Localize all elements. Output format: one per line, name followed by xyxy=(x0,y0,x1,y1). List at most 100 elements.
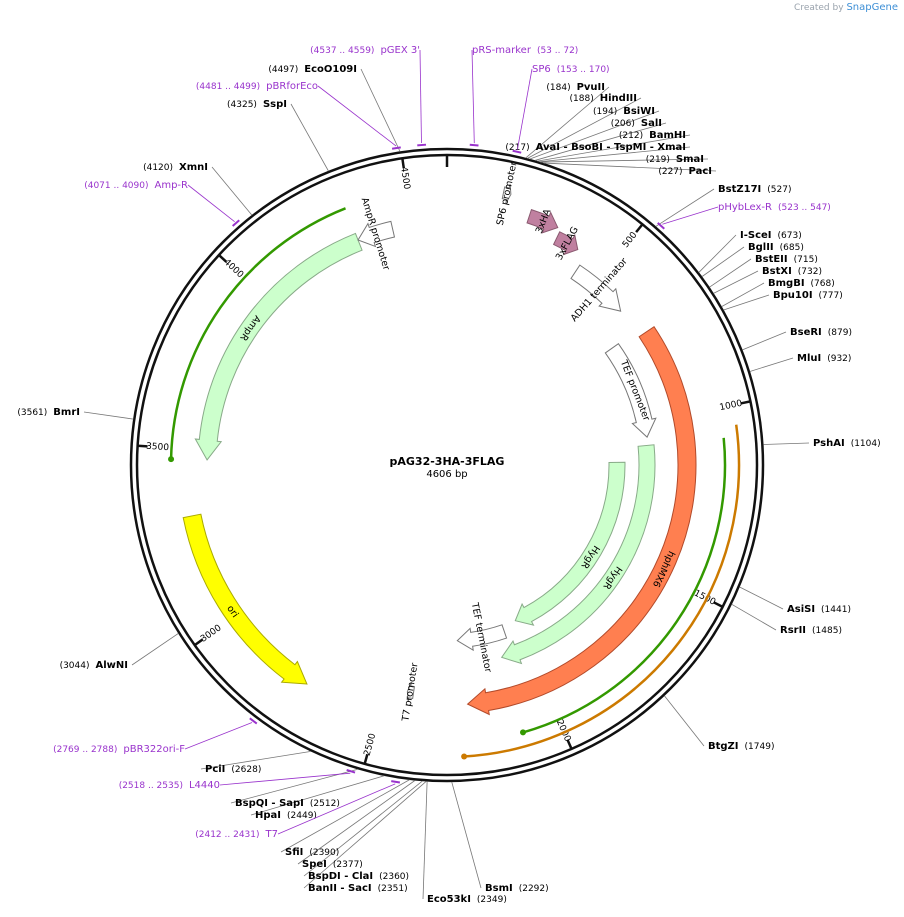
site-name: EcoO109I xyxy=(304,64,357,75)
primer-binding-mark xyxy=(391,780,401,784)
site-position: (1104) xyxy=(851,439,881,449)
site-bglii[interactable]: BglII(685) xyxy=(701,242,804,277)
site-asisi[interactable]: AsiSI (1441) xyxy=(739,586,851,615)
primer-pgex-3[interactable]: (4537 .. 4559)pGEX 3' xyxy=(310,45,427,147)
ruler-tick xyxy=(218,254,228,263)
site-pvuii[interactable]: (184)PvuII xyxy=(525,82,610,159)
primer-leader-line xyxy=(219,772,351,786)
primer-leader-line xyxy=(184,722,253,750)
site-label: Bpu10I(777) xyxy=(773,290,843,301)
site-pshai[interactable]: PshAI(1104) xyxy=(763,438,881,449)
site-label: (3561)BmrI xyxy=(17,407,80,418)
site-leader-line xyxy=(537,134,691,162)
site-banii-saci[interactable]: BanII - SacI (2351) xyxy=(303,781,427,894)
site-ecoo109i[interactable]: (4497)EcoO109I xyxy=(268,64,401,152)
site-bspqi-sapi[interactable]: BspQI - SapI(2512) xyxy=(230,768,358,809)
site-bstz17i[interactable]: BstZ17I(527) xyxy=(655,184,792,227)
site-name: HpaI xyxy=(255,810,281,821)
site-rsrii[interactable]: RsrII(1485) xyxy=(731,603,842,636)
site-name: SfiI xyxy=(285,847,303,858)
site-position: (3044) xyxy=(60,661,90,671)
primer-position: (4071 .. 4090) xyxy=(84,181,148,191)
site-leader-line xyxy=(742,331,787,351)
site-sali[interactable]: (206)SalI xyxy=(534,118,667,161)
site-paci[interactable]: (227)PacI xyxy=(543,162,717,177)
primer-prs-marker[interactable]: pRS-marker(53 .. 72) xyxy=(469,45,579,147)
site-name: PvuII xyxy=(577,82,605,93)
site-bsteii[interactable]: BstEII(715) xyxy=(709,254,818,288)
site-leader-line xyxy=(230,768,358,804)
primer-sp6[interactable]: SP6(153 .. 170) xyxy=(512,64,610,154)
site-smai[interactable]: (219)SmaI xyxy=(540,154,709,165)
site-bspdi-clai[interactable]: BspDI - ClaI(2360) xyxy=(303,780,423,882)
site-position: (715) xyxy=(794,255,818,265)
site-leader-line xyxy=(763,442,810,445)
site-leader-line xyxy=(297,780,416,865)
site-bamhi[interactable]: (212)BamHI xyxy=(537,130,691,162)
site-eco53ki[interactable]: Eco53kI (2349) xyxy=(422,781,507,905)
site-hindiii[interactable]: (188)HindIII xyxy=(527,93,642,159)
ruler-tick xyxy=(566,739,573,750)
primer-phyblex-r[interactable]: pHybLex-R(523 .. 547) xyxy=(657,202,831,230)
site-label: BglII(685) xyxy=(748,242,804,253)
site-leader-line xyxy=(739,586,784,610)
site-bstxi[interactable]: BstXI(732) xyxy=(713,266,822,294)
site-btgzi[interactable]: BtgZI(1749) xyxy=(664,695,774,752)
site-name: BmgBI xyxy=(768,278,805,289)
site-bmgbi[interactable]: BmgBI(768) xyxy=(721,278,835,307)
site-leader-line xyxy=(664,695,705,747)
site-bsiwi[interactable]: (194)BsiWI xyxy=(529,106,660,160)
primer-l4440[interactable]: (2518 .. 2535)L4440 xyxy=(119,768,356,791)
site-position: (227) xyxy=(658,167,682,177)
primer-amp-r[interactable]: (4071 .. 4090)Amp-R xyxy=(84,180,240,227)
primer-pbr322ori-f[interactable]: (2769 .. 2788)pBR322ori-F xyxy=(53,717,258,755)
site-name: BamHI xyxy=(649,130,686,141)
site-position: (3561) xyxy=(17,408,47,418)
site-bseri[interactable]: BseRI(879) xyxy=(742,327,852,351)
orf-arc xyxy=(522,437,727,734)
site-name: BanII - SacI xyxy=(308,883,372,894)
site-alwni[interactable]: (3044)AlwNI xyxy=(60,633,179,671)
site-name: BtgZI xyxy=(708,741,739,752)
site-label: HpaI(2449) xyxy=(255,810,317,821)
site-xmni[interactable]: (4120)XmnI xyxy=(143,162,253,216)
site-i-scei[interactable]: I-SceI(673) xyxy=(698,230,802,273)
primer-name: T7 xyxy=(265,829,278,840)
primer-t7[interactable]: (2412 .. 2431)T7 xyxy=(195,780,401,840)
site-leader-line xyxy=(749,357,794,372)
site-hpai[interactable]: HpaI(2449) xyxy=(250,775,385,821)
site-position: (2349) xyxy=(477,895,507,905)
site-mlui[interactable]: MluI(932) xyxy=(749,353,852,372)
primer-binding-mark xyxy=(391,146,401,150)
enzyme-sites: (184)PvuII(188)HindIII(194)BsiWI(206)Sal… xyxy=(17,64,880,905)
primer-position: (153 .. 170) xyxy=(557,65,610,75)
site-bsmi[interactable]: BsmI(2292) xyxy=(451,781,549,894)
site-spei[interactable]: SpeI(2377) xyxy=(297,780,416,870)
site-position: (2351) xyxy=(378,884,408,894)
primer-label: (2769 .. 2788)pBR322ori-F xyxy=(53,744,185,755)
site-sspi[interactable]: (4325)SspI xyxy=(227,99,329,172)
site-name: AsiSI xyxy=(787,604,815,615)
site-sfii[interactable]: SfiI (2390) xyxy=(280,779,410,858)
feature-ampr-promoter xyxy=(357,220,396,248)
feature-label: ADH1 terminator xyxy=(569,256,630,324)
site-pcii[interactable]: PciI(2628) xyxy=(200,750,312,775)
snapgene-logo: SnapGene xyxy=(846,2,898,13)
ruler-tick-label: 4500 xyxy=(398,166,411,190)
feature-sp6-promoter xyxy=(501,183,512,204)
site-label: (4120)XmnI xyxy=(143,162,208,173)
site-leader-line xyxy=(543,162,717,172)
site-position: (1485) xyxy=(812,626,842,636)
site-position: (1441) xyxy=(821,605,851,615)
site-name: Eco53kI xyxy=(427,894,471,905)
site-label: RsrII(1485) xyxy=(780,625,842,636)
ruler-tick xyxy=(740,400,751,405)
site-bmri[interactable]: (3561)BmrI xyxy=(17,407,134,420)
primer-pbrforeco[interactable]: (4481 .. 4499)pBRforEco xyxy=(196,81,401,150)
site-name: SspI xyxy=(263,99,287,110)
site-position: (673) xyxy=(778,231,802,241)
ruler-tick-label: 3000 xyxy=(199,623,224,645)
site-bpu10i[interactable]: Bpu10I(777) xyxy=(723,290,843,311)
site-position: (777) xyxy=(819,291,843,301)
site-position: (2390) xyxy=(309,848,339,858)
